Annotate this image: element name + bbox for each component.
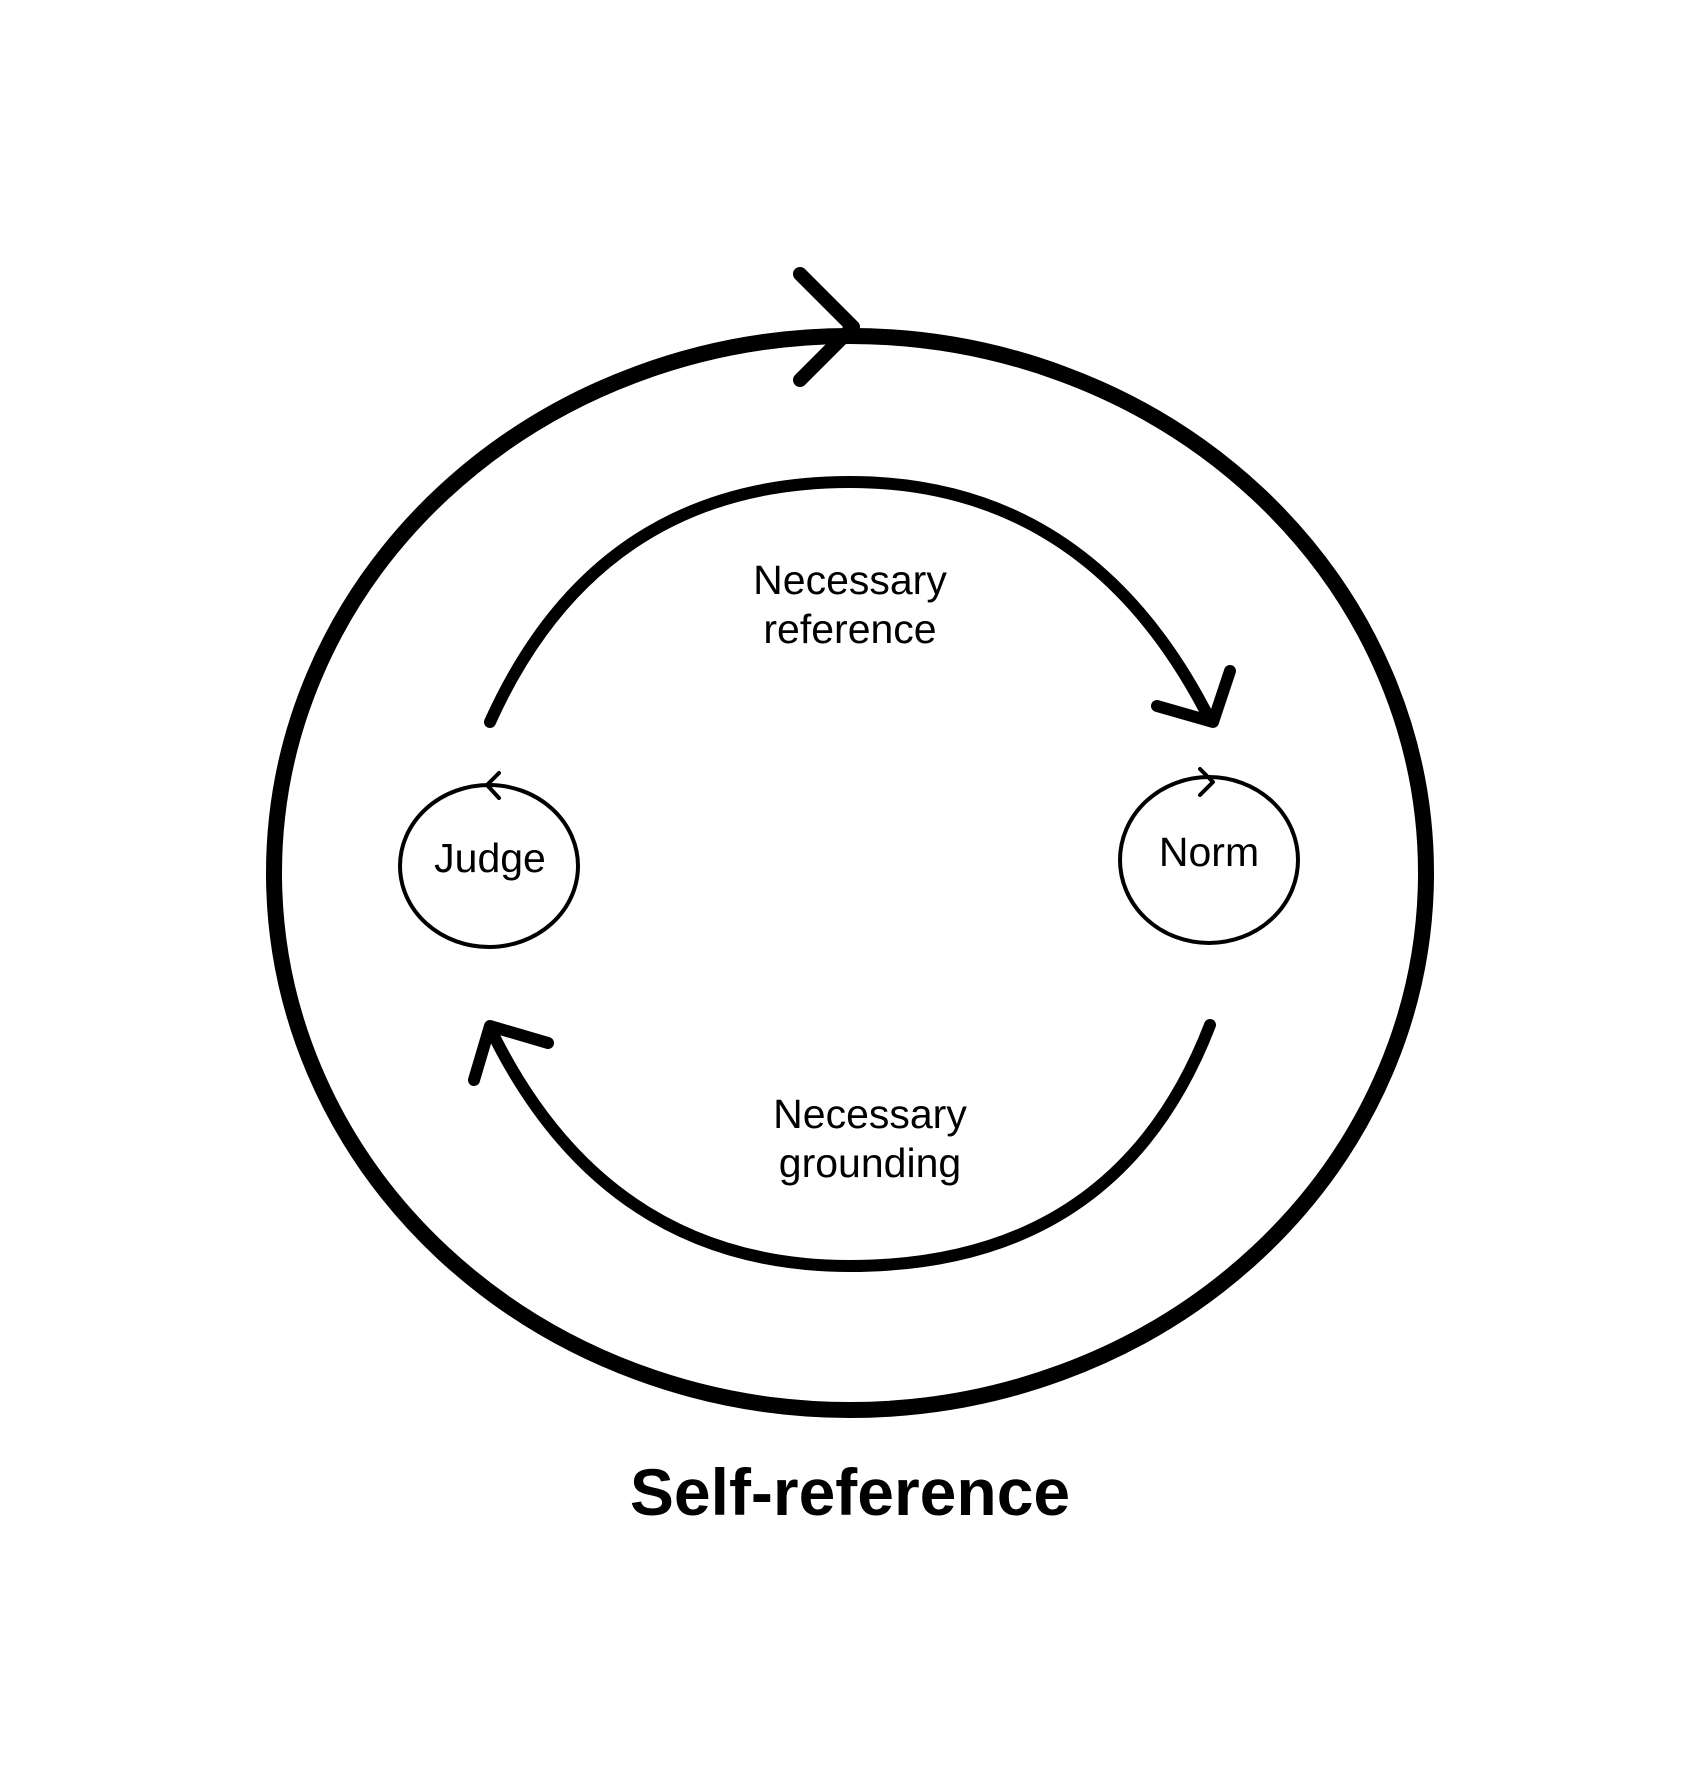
norm-label: Norm bbox=[1159, 829, 1259, 875]
judge-self-loop-arrowhead-icon bbox=[485, 771, 501, 800]
reference-label-line2: reference bbox=[763, 606, 936, 652]
grounding-label-line2: grounding bbox=[779, 1140, 961, 1186]
judge-label: Judge bbox=[434, 835, 546, 881]
grounding-arrow: Necessary grounding bbox=[468, 1019, 1216, 1272]
grounding-arc bbox=[484, 1019, 1216, 1272]
outer-cycle-arrowhead-icon bbox=[793, 267, 860, 387]
norm-self-loop-arrowhead-icon bbox=[1198, 767, 1215, 797]
judge-node: Judge bbox=[398, 771, 580, 949]
outer-cycle bbox=[266, 267, 1434, 1418]
reference-arrowhead-icon bbox=[1151, 665, 1236, 728]
reference-arrow: Necessary reference bbox=[484, 476, 1236, 728]
reference-arc bbox=[484, 476, 1216, 728]
diagram-caption: Self-reference bbox=[630, 1455, 1070, 1529]
norm-node: Norm bbox=[1118, 767, 1300, 945]
grounding-arrowhead-icon bbox=[468, 1020, 554, 1086]
grounding-label-line1: Necessary bbox=[773, 1091, 967, 1137]
reference-label-line1: Necessary bbox=[753, 557, 947, 603]
